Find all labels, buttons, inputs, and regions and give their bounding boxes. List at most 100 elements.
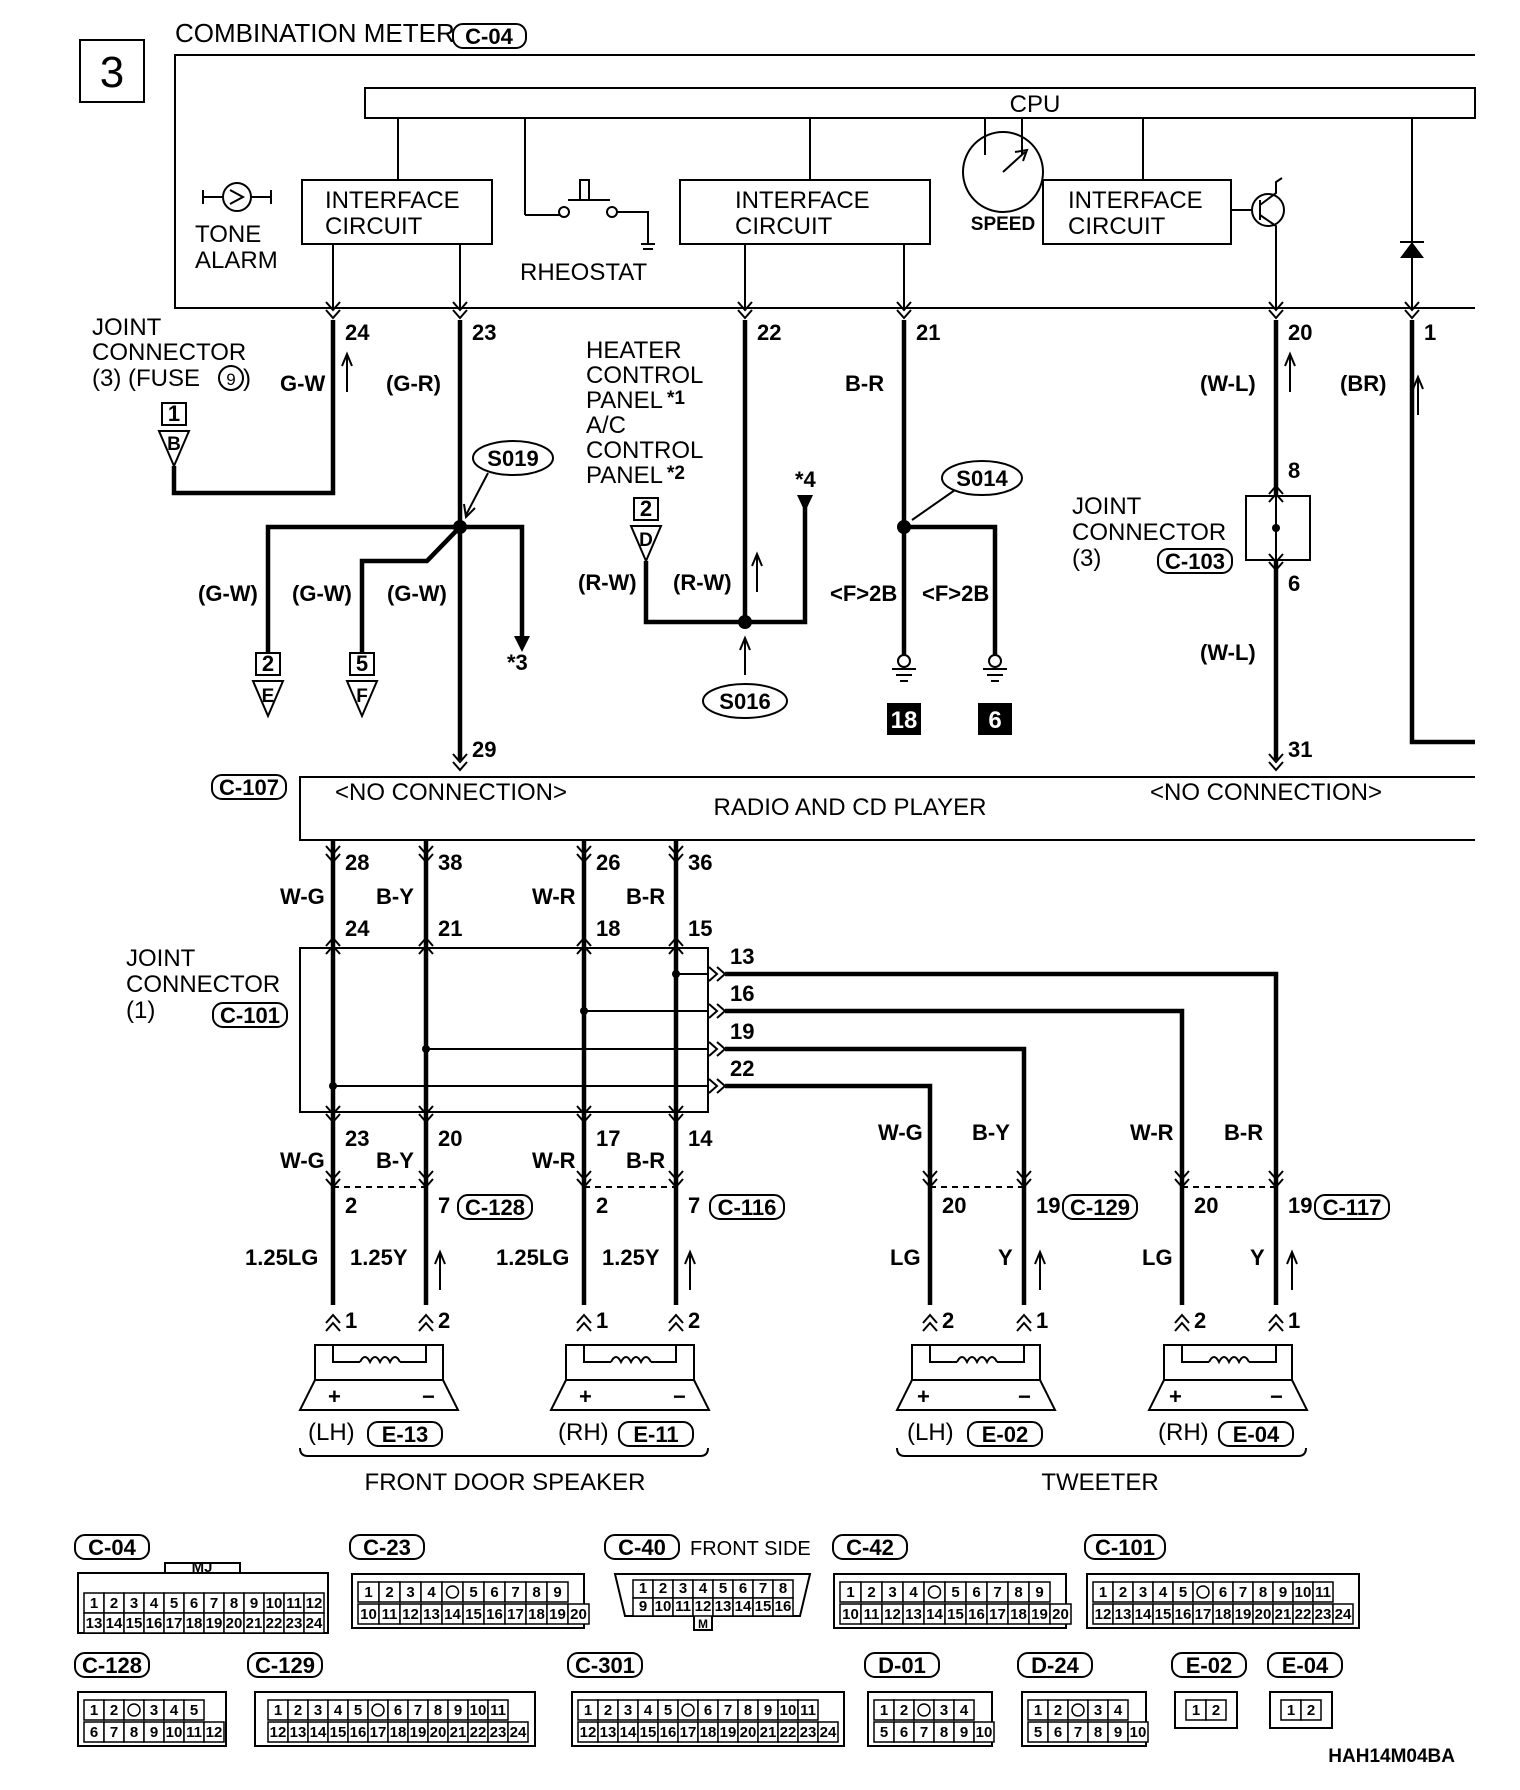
svg-text:−: − — [1270, 1384, 1283, 1409]
connector-pin-number: 7 — [1239, 1584, 1247, 1601]
connector-pin-number: 13 — [1115, 1606, 1132, 1623]
connector-pin-number: 1 — [1034, 1702, 1042, 1719]
svg-text:D-01: D-01 — [878, 1653, 926, 1678]
svg-text:E-02: E-02 — [1186, 1653, 1232, 1678]
connector-pin-number: 9 — [454, 1702, 462, 1719]
connector-cavity — [487, 1699, 509, 1721]
svg-text:JOINT: JOINT — [1072, 493, 1142, 520]
svg-text:CONTROL: CONTROL — [586, 437, 703, 464]
svg-text:C-42: C-42 — [846, 1535, 894, 1560]
connector-pin-number: 3 — [130, 1595, 138, 1612]
connector-pin-number: 15 — [947, 1606, 964, 1623]
connector-pin-number: 16 — [775, 1598, 792, 1615]
connector-pin-number: 2 — [867, 1584, 875, 1601]
connector-pin-number: 9 — [639, 1598, 647, 1615]
connector-cavity — [303, 1612, 325, 1634]
svg-text:B-R: B-R — [626, 1148, 665, 1173]
connector-pin-number: 5 — [951, 1584, 959, 1601]
connector-pin-number: 6 — [190, 1595, 198, 1612]
svg-text:<F>2B: <F>2B — [922, 581, 989, 606]
lock-icon — [927, 1585, 942, 1599]
connector-pin-number: 17 — [1195, 1606, 1212, 1623]
connector-pin-number: 2 — [659, 1580, 667, 1597]
connector-pin-number: 21 — [246, 1615, 263, 1632]
wire-color: G-W — [280, 371, 325, 396]
connector-pin-number: 5 — [880, 1724, 888, 1741]
svg-text:LG: LG — [890, 1245, 921, 1270]
connector-pin-number: 11 — [286, 1595, 302, 1612]
svg-text:1.25Y: 1.25Y — [602, 1245, 660, 1270]
connector-pin-number: 11 — [675, 1598, 691, 1615]
connector-pin-number: 24 — [1335, 1606, 1352, 1623]
svg-text:D: D — [639, 530, 653, 551]
connector-pin-number: 23 — [490, 1724, 507, 1741]
svg-text:14: 14 — [688, 1126, 713, 1151]
svg-text:9: 9 — [226, 370, 235, 389]
svg-text:E-13: E-13 — [382, 1422, 428, 1447]
connector-pin-number: 19 — [1235, 1606, 1252, 1623]
svg-text:1: 1 — [168, 401, 180, 426]
connector-pin-number: 9 — [764, 1702, 772, 1719]
connector-cavity — [1332, 1603, 1354, 1625]
connector-pin-number: 10 — [266, 1595, 283, 1612]
connector-pin-number: 14 — [620, 1724, 637, 1741]
svg-text:CONTROL: CONTROL — [586, 362, 703, 389]
svg-text:19: 19 — [1288, 1193, 1312, 1218]
connector-pin-number: 18 — [1215, 1606, 1232, 1623]
svg-text:E-02: E-02 — [982, 1422, 1028, 1447]
connector-pin-number: 22 — [266, 1615, 283, 1632]
connector-pin-number: 3 — [314, 1702, 322, 1719]
diode-icon — [1400, 241, 1424, 258]
connector-pin-number: 10 — [842, 1606, 859, 1623]
svg-text:20: 20 — [942, 1193, 966, 1218]
svg-text:20: 20 — [1194, 1193, 1218, 1218]
svg-text:CONNECTOR: CONNECTOR — [1072, 519, 1226, 546]
connector-cavity — [1312, 1581, 1334, 1603]
rheostat-switch-icon — [525, 179, 655, 250]
connector-pin-number: 2 — [1054, 1702, 1062, 1719]
connector-pin-number: 5 — [170, 1595, 178, 1612]
connector-pin-number: 6 — [739, 1580, 747, 1597]
connector-pin-number: 6 — [90, 1724, 98, 1741]
connector-pin-number: 3 — [624, 1702, 632, 1719]
connector-pin-number: 9 — [553, 1584, 561, 1601]
svg-text:2: 2 — [262, 651, 274, 676]
connector-cavity — [973, 1721, 995, 1743]
svg-text:(RH): (RH) — [558, 1419, 609, 1446]
connector-pin-number: 2 — [604, 1702, 612, 1719]
connector-pin-number: 20 — [226, 1615, 243, 1632]
svg-text:Y: Y — [1250, 1245, 1265, 1270]
svg-text:C-116: C-116 — [718, 1195, 777, 1220]
svg-text:2: 2 — [438, 1308, 450, 1333]
connector-pin-number: 3 — [406, 1584, 414, 1601]
connector-cavity — [797, 1699, 819, 1721]
svg-text:PANEL: PANEL — [586, 462, 663, 489]
svg-text:W-G: W-G — [878, 1120, 923, 1145]
connector-pin-number: 5 — [354, 1702, 362, 1719]
svg-text:CIRCUIT: CIRCUIT — [1068, 213, 1166, 240]
svg-text:CIRCUIT: CIRCUIT — [325, 213, 423, 240]
connector-cavity — [1300, 1699, 1322, 1721]
connector-pin-number: 1 — [364, 1584, 372, 1601]
svg-text:W-G: W-G — [280, 884, 325, 909]
connector-pin-number: 4 — [1114, 1702, 1123, 1719]
connector-cavity — [772, 1597, 794, 1617]
connector-pin-number: 19 — [206, 1615, 223, 1632]
connector-pin-number: 15 — [755, 1598, 772, 1615]
connector-pin-number: 4 — [1159, 1584, 1168, 1601]
connector-pin-number: 16 — [968, 1606, 985, 1623]
page-number-box: 3 — [79, 39, 145, 103]
svg-text:+: + — [1169, 1384, 1182, 1409]
connector-pin-number: 10 — [1295, 1584, 1312, 1601]
connector-pin-number: 2 — [900, 1702, 908, 1719]
connector-pin-number: 14 — [106, 1615, 123, 1632]
svg-text:E-04: E-04 — [1282, 1653, 1329, 1678]
svg-text:<NO CONNECTION>: <NO CONNECTION> — [335, 779, 567, 806]
lock-icon — [917, 1703, 931, 1717]
meter-pins: 24 23 22 21 20 1 — [325, 244, 1436, 345]
connector-pin-number: 19 — [549, 1606, 566, 1623]
connector-pin-number: 12 — [270, 1724, 287, 1741]
connector-pin-number: 18 — [390, 1724, 407, 1741]
connector-cavity — [1205, 1699, 1227, 1721]
svg-text:1: 1 — [345, 1308, 357, 1333]
